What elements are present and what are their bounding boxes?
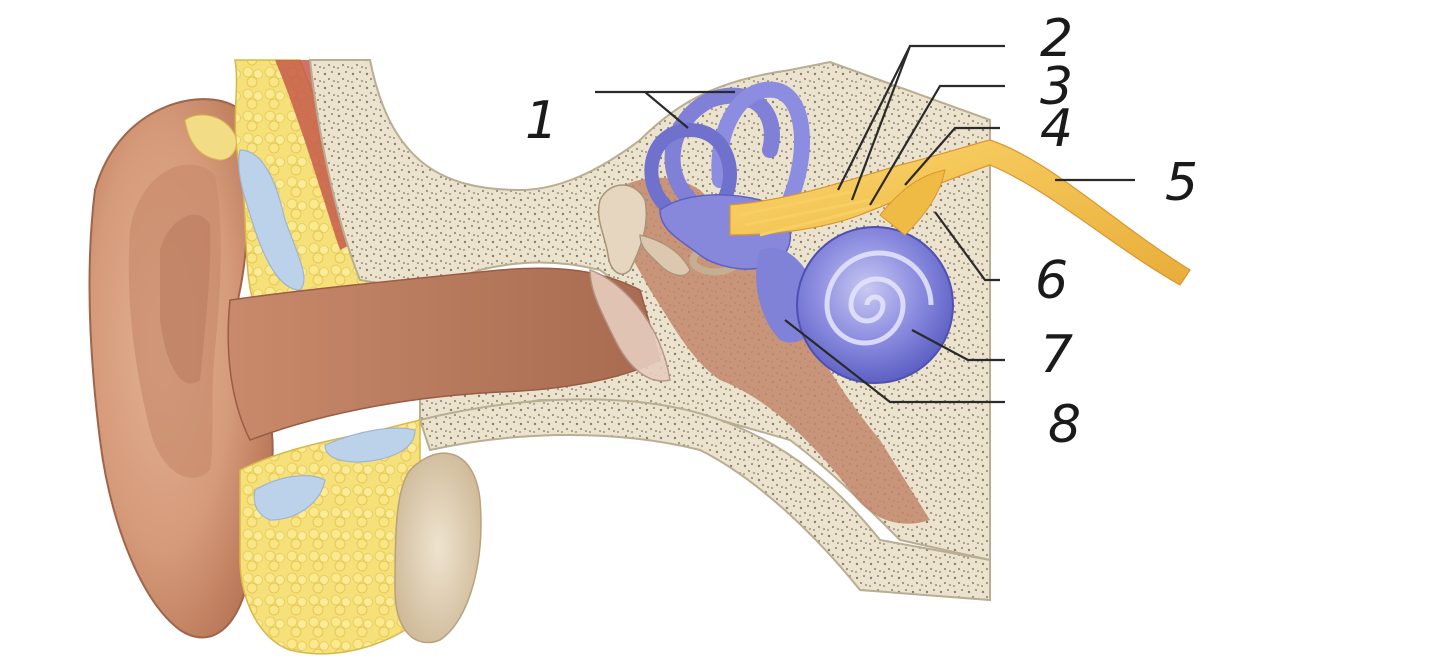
lower-soft-tissue: [239, 419, 482, 655]
cochlea: [756, 226, 954, 384]
parotid-gland: [394, 452, 482, 644]
label-3: 3: [1040, 57, 1073, 117]
label-1: 1: [525, 91, 558, 151]
ear-canal: [227, 267, 661, 441]
label-6: 6: [1035, 251, 1068, 311]
leader-6: [934, 211, 1000, 282]
leader-3: [869, 84, 1005, 206]
leader-7: [911, 329, 1005, 362]
label-2: 2: [1040, 9, 1073, 69]
leader-1: [595, 90, 735, 129]
auricle: [88, 98, 274, 639]
vestibulocochlear-nerve: [729, 139, 1191, 286]
callout-labels: 1 2 3 4 5 6 7 8: [525, 9, 1198, 455]
leader-2: [837, 44, 1005, 201]
leader-8: [784, 319, 1005, 404]
label-8: 8: [1048, 395, 1081, 455]
semicircular-canals: [644, 81, 810, 270]
tympanic-membrane: [589, 268, 671, 382]
label-5: 5: [1165, 153, 1198, 213]
leader-4: [904, 126, 1000, 186]
label-7: 7: [1040, 325, 1073, 385]
leader-lines: [595, 44, 1135, 404]
label-4: 4: [1040, 99, 1073, 159]
